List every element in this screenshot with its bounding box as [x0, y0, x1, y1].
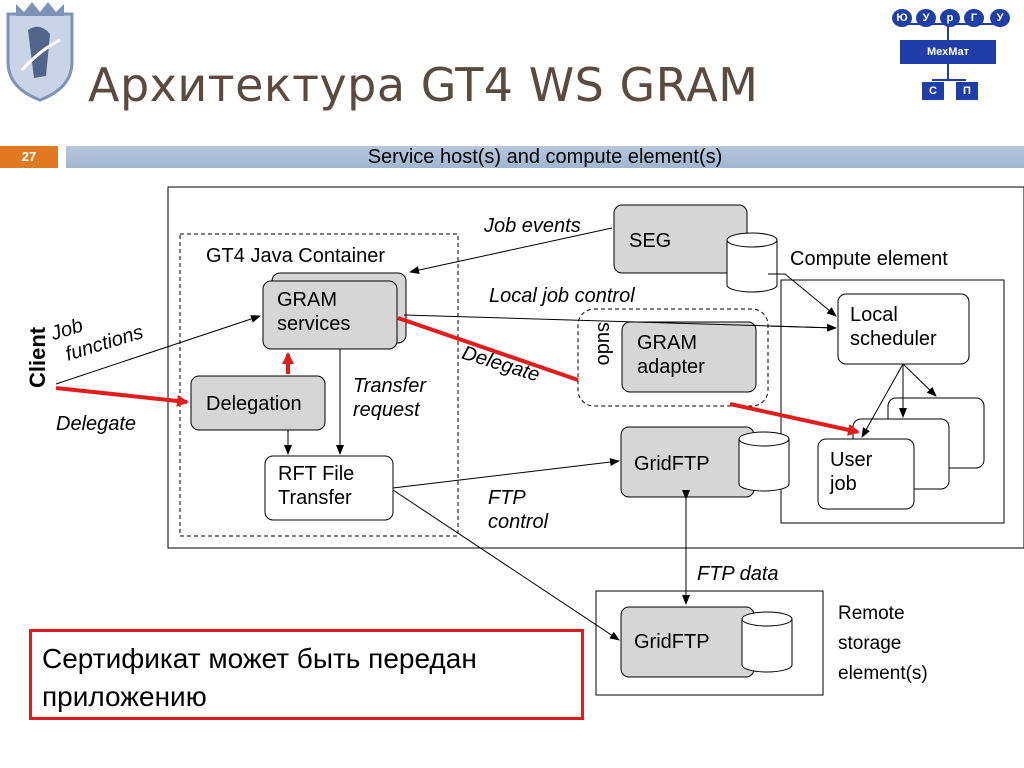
logo-node: Г	[964, 9, 984, 27]
ftp-data-label: FTP data	[697, 563, 779, 585]
logo-bottom-box: П	[956, 82, 978, 100]
delegate-left-label: Delegate	[56, 413, 137, 435]
remote-storage-line: storage	[838, 633, 902, 654]
rft-line: Transfer	[278, 487, 352, 509]
certificate-note: Сертификат может быть передан приложению	[29, 629, 584, 720]
delegate-mid-label: Delegate	[459, 341, 543, 387]
logo-node: Ю	[892, 9, 912, 27]
gram-adapter-label: GRAM adapter	[637, 331, 705, 379]
remote-storage-line: element(s)	[838, 663, 928, 684]
logo-node: У	[990, 9, 1010, 27]
ftp-control-label: FTP control	[488, 486, 548, 534]
slide-title: Архитектура GT4 WS GRAM	[88, 58, 759, 112]
gram-services-line: services	[277, 313, 351, 335]
container-label: GT4 Java Container	[206, 245, 385, 267]
delegation-label: Delegation	[206, 393, 302, 415]
logo-node: У	[916, 9, 936, 27]
logo-node: р	[940, 9, 960, 27]
user-job-label: User job	[830, 448, 872, 496]
local-scheduler-label: Local scheduler	[850, 303, 937, 351]
gridftp-top-label: GridFTP	[634, 453, 710, 475]
sudo-label: sudo	[593, 322, 615, 366]
local-scheduler-line: scheduler	[850, 328, 937, 350]
gram-services-label: GRAM services	[277, 288, 350, 336]
logo-center: МехМат	[900, 40, 996, 64]
slide-number: 27	[0, 146, 58, 168]
remote-storage-line: Remote	[838, 603, 905, 624]
local-job-control-label: Local job control	[489, 285, 635, 307]
user-job-line: job	[830, 473, 857, 495]
slide-subtitle: Service host(s) and compute element(s)	[367, 146, 723, 168]
gridftp-bottom-label: GridFTP	[634, 631, 710, 653]
client-label: Client	[25, 326, 50, 388]
ftp-control-line: control	[488, 511, 549, 533]
transfer-request-line: request	[353, 399, 420, 421]
rft-line: RFT File	[278, 463, 355, 485]
job-events-label: Job events	[484, 215, 581, 237]
gram-adapter-line: adapter	[637, 356, 705, 378]
seg-label: SEG	[629, 230, 672, 252]
certificate-note-line: приложению	[42, 681, 207, 712]
transfer-request-line: Transfer	[353, 375, 426, 397]
logo-bottom-box: С	[922, 82, 944, 100]
remote-storage-label: Remote storage element(s)	[838, 599, 928, 689]
gram-services-line: GRAM	[277, 289, 337, 311]
local-scheduler-line: Local	[850, 304, 898, 326]
job-functions-label: Job functions	[48, 297, 146, 369]
certificate-note-line: Сертификат может быть передан	[42, 643, 477, 674]
transfer-request-label: Transfer request	[353, 374, 426, 422]
compute-element-label: Compute element	[790, 248, 948, 270]
ftp-control-line: FTP	[488, 487, 526, 509]
gram-adapter-line: GRAM	[637, 332, 697, 354]
rft-label: RFT File Transfer	[278, 462, 354, 510]
user-job-line: User	[830, 449, 873, 471]
subtitle-bar	[66, 146, 1024, 168]
